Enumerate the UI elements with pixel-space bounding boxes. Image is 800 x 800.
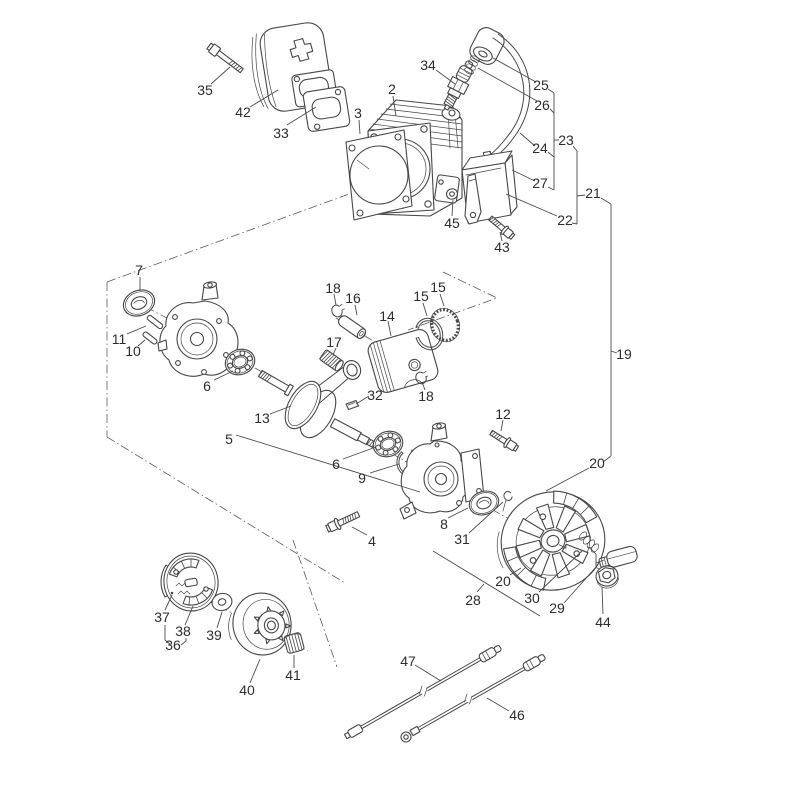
callout-8-35: 8 (440, 516, 448, 532)
callout-41-47: 41 (285, 667, 301, 683)
callout-38-43: 38 (175, 623, 191, 639)
callout-15-27: 15 (430, 279, 446, 295)
leader-lines (126, 57, 618, 712)
callout-5-22: 5 (225, 431, 233, 447)
clutch-drum-sprocket (228, 592, 292, 656)
spark-plug (443, 60, 474, 111)
ground-wire (400, 654, 546, 743)
callout-39-45: 39 (206, 627, 222, 643)
flywheel (496, 490, 606, 591)
callout-26-7: 26 (534, 97, 550, 113)
callout-46-49: 46 (509, 707, 525, 723)
callout-23-9: 23 (558, 132, 574, 148)
callout-22-11: 22 (557, 212, 573, 228)
callout-30-39: 30 (524, 590, 540, 606)
callout-10-19: 10 (125, 343, 141, 359)
clutch-assembly (163, 552, 219, 612)
callout-33-2: 33 (273, 125, 289, 141)
callout-24-8: 24 (532, 140, 548, 156)
callout-6-32: 6 (332, 456, 340, 472)
callout-13-21: 13 (254, 410, 270, 426)
callout-29-40: 29 (549, 600, 565, 616)
callout-45-13: 45 (444, 215, 460, 231)
callout-21-12: 21 (585, 185, 601, 201)
callout-6-20: 6 (203, 378, 211, 394)
callout-34-5: 34 (420, 57, 436, 73)
starter-pawl (598, 545, 638, 568)
crankcase-left-half (157, 281, 239, 377)
callout-20-16: 20 (589, 455, 605, 471)
callout-2-3: 2 (388, 81, 396, 97)
callout-18-23: 18 (325, 280, 341, 296)
callout-7-17: 7 (135, 262, 143, 278)
callout-36-44: 36 (165, 637, 181, 653)
callout-47-48: 47 (400, 653, 416, 669)
bearing-right (372, 430, 404, 458)
cylinder-gasket (345, 129, 413, 221)
drum-needle-bearing (283, 632, 305, 654)
callout-9-33: 9 (358, 470, 366, 486)
muffler-bolt (206, 42, 244, 74)
callout-27-10: 27 (532, 175, 548, 191)
muffler-gasket (302, 86, 351, 132)
callout-37-42: 37 (154, 609, 170, 625)
callout-16-24: 16 (345, 290, 361, 306)
callout-4-34: 4 (368, 533, 376, 549)
clutch-washer (211, 592, 233, 612)
callout-31-36: 31 (454, 531, 470, 547)
stop-switch-wire (343, 645, 502, 740)
callout-40-46: 40 (239, 682, 255, 698)
callout-19-15: 19 (616, 346, 632, 362)
callout-12-31: 12 (495, 406, 511, 422)
callout-43-14: 43 (494, 239, 510, 255)
flywheel-nut (595, 565, 619, 589)
callout-44-41: 44 (595, 614, 611, 630)
spark-plug-cap (469, 27, 505, 65)
crankcase-right-half (399, 422, 485, 520)
oil-seal-left (122, 289, 156, 317)
callout-11-18: 11 (112, 331, 127, 347)
piston-ring-1 (415, 317, 444, 351)
callout-20-37: 20 (495, 573, 511, 589)
coil-screw (488, 215, 516, 240)
small-end-needle-bearing (319, 349, 344, 372)
callout-35-0: 35 (197, 82, 213, 98)
pin-circlip-lower (415, 371, 429, 385)
case-screw-4 (325, 511, 361, 533)
piston-ring-2 (429, 307, 461, 343)
cylinder-nut (445, 188, 459, 200)
crankshaft (257, 360, 388, 454)
bearing-left (224, 348, 256, 376)
callout-25-6: 25 (533, 77, 549, 93)
flywheel-circlip (502, 491, 515, 512)
piston (367, 329, 439, 393)
coil-bracket (464, 173, 482, 225)
dowel-pin-lower (142, 331, 158, 345)
oil-seal-right (468, 490, 500, 516)
callout-15-26: 15 (413, 288, 429, 304)
pin-circlip-upper (331, 304, 345, 318)
case-screw-12 (489, 429, 520, 452)
callout-3-4: 3 (354, 105, 362, 121)
callout-32-29: 32 (367, 387, 383, 403)
dowel-pin-upper (146, 314, 164, 330)
callout-17-28: 17 (326, 334, 342, 350)
callout-14-25: 14 (379, 308, 395, 324)
piston-pin (337, 315, 367, 339)
plug-spring (464, 55, 480, 75)
callout-18-30: 18 (418, 388, 434, 404)
callout-42-1: 42 (235, 104, 251, 120)
woodruff-key (345, 399, 360, 411)
pawl-spring (578, 531, 600, 553)
callout-28-38: 28 (465, 592, 481, 608)
